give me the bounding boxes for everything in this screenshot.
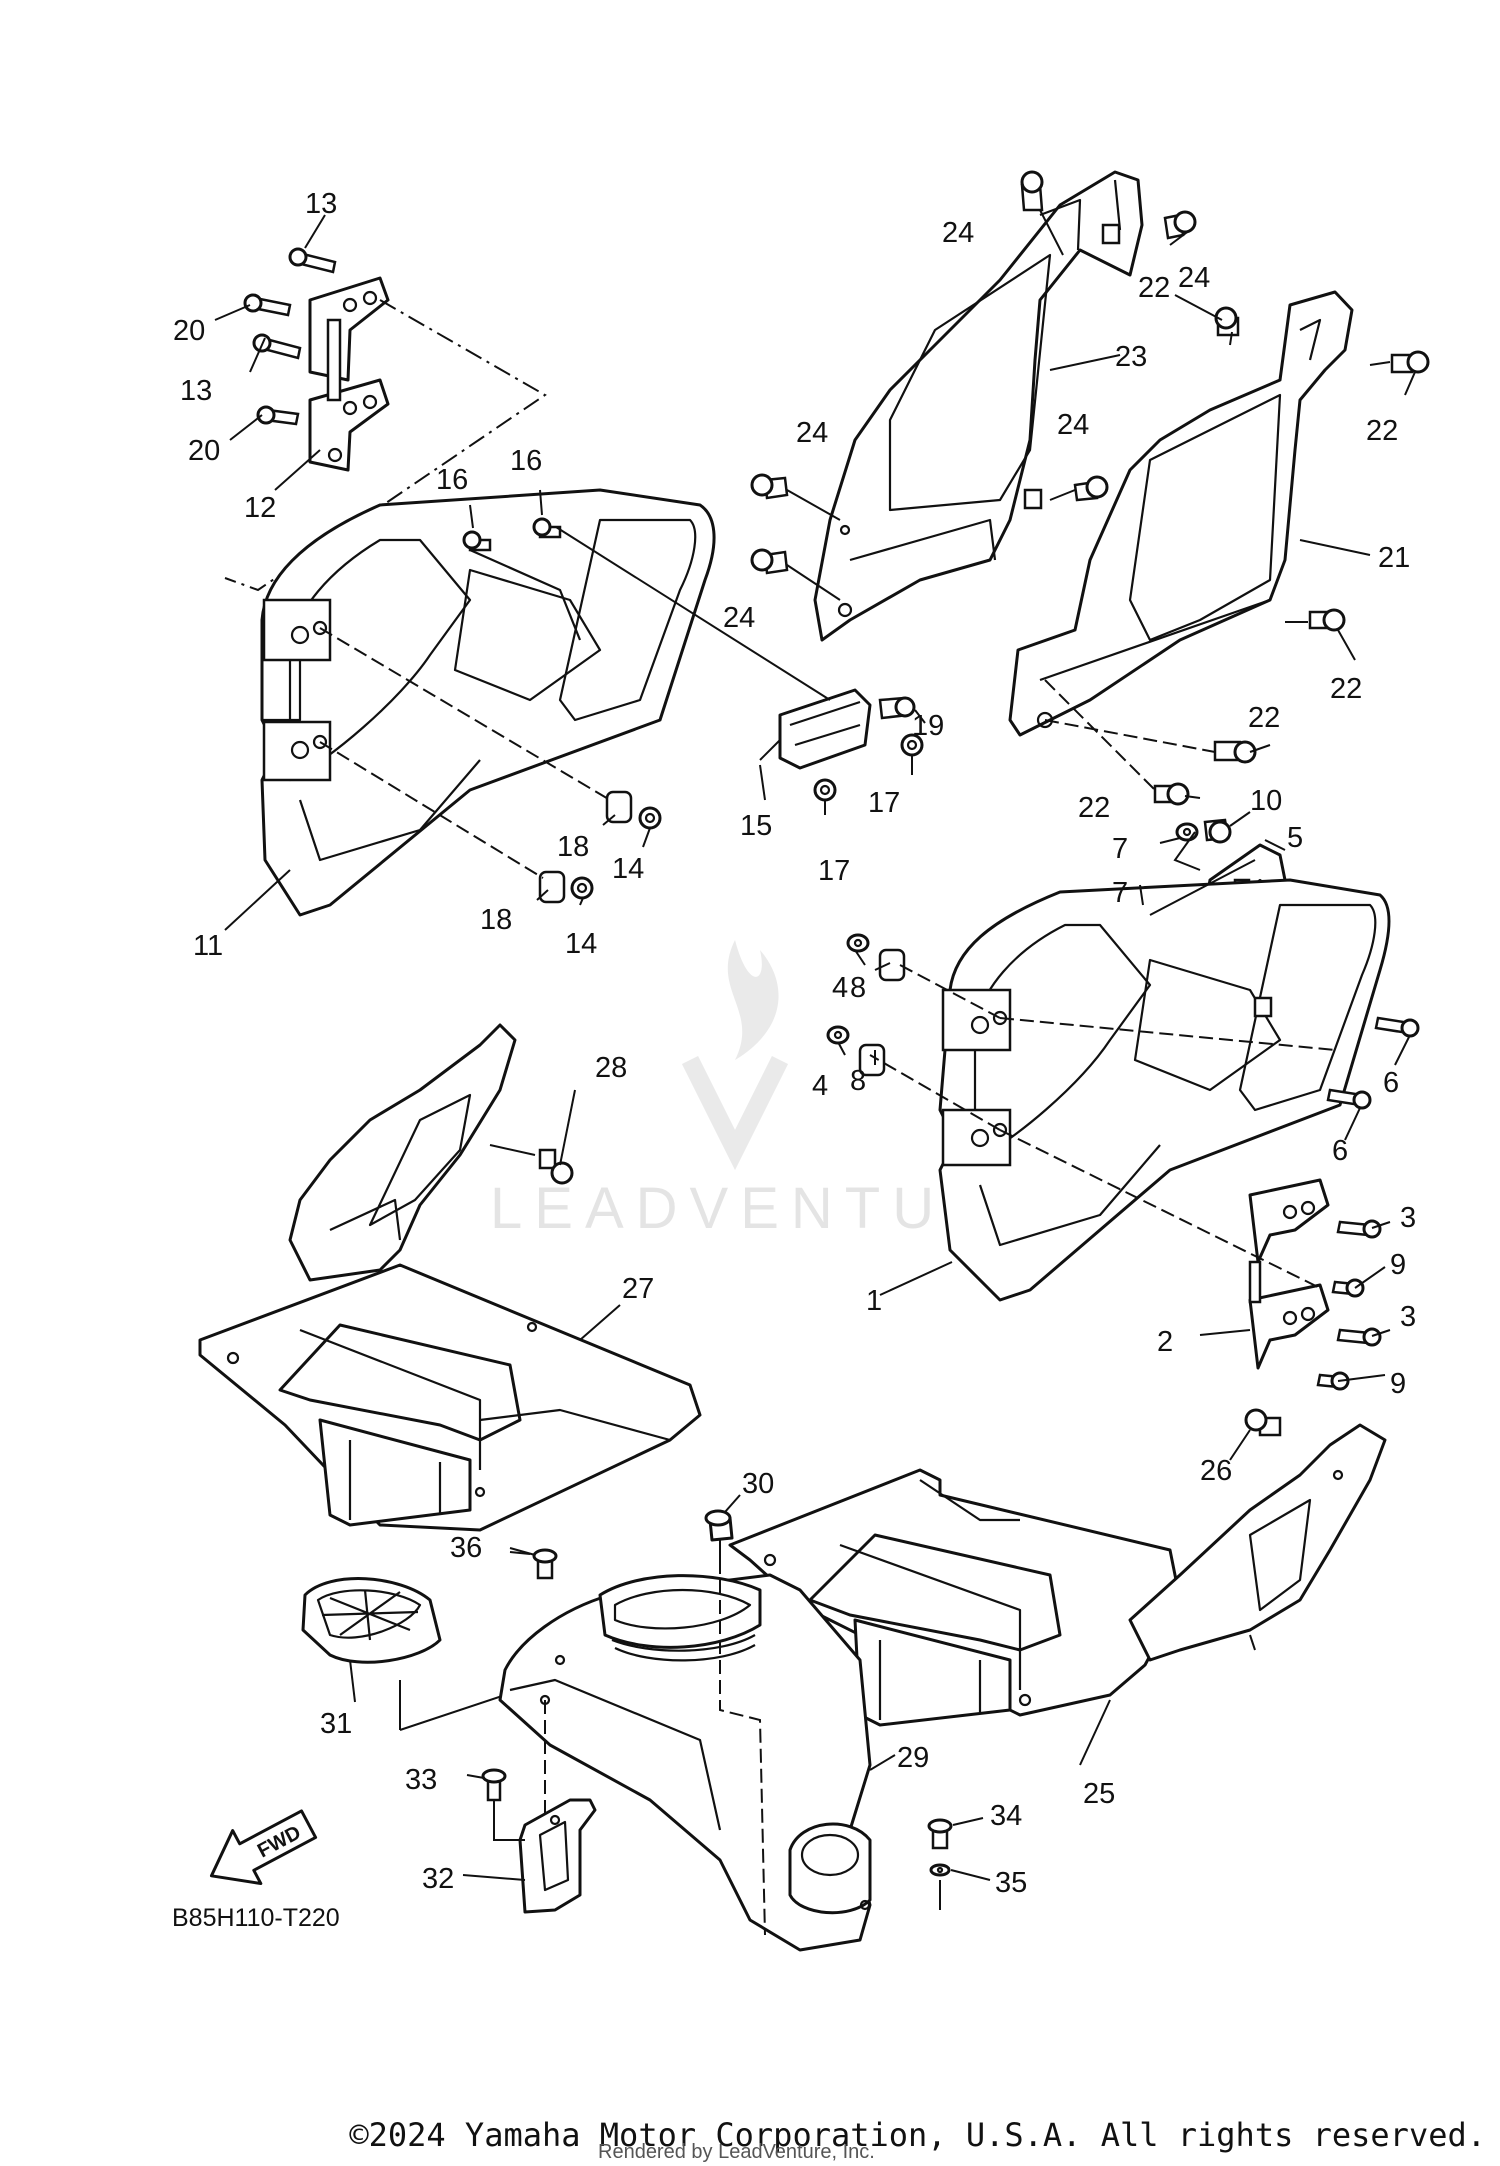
clips-24 [750,170,1197,601]
forward-arrow-icon: FWD [209,1809,318,1886]
callout: 18 [480,904,512,936]
callout: 33 [405,1764,437,1796]
leader-lines [214,214,1416,1881]
left-floor-tray-27 [198,1023,702,1532]
side-guard-26 [1128,1408,1387,1662]
callout: 35 [995,1867,1027,1899]
diagram-code: B85H110-T220 [172,1904,340,1932]
callout: 22 [1330,673,1362,705]
callout: 32 [422,1863,454,1895]
callout: 22 [1138,272,1170,304]
callout: 29 [897,1742,929,1774]
callout: 1 [866,1285,882,1317]
callout: 17 [868,787,900,819]
callout: 16 [436,464,468,496]
callout: 36 [450,1532,482,1564]
callout: 22 [1366,415,1398,447]
upper-panel-23 [813,170,1144,642]
clips-22 [1044,306,1430,806]
bolt-34-washer-35 [927,1818,953,1910]
callout: 30 [742,1468,774,1500]
callout: 4 [832,972,848,1004]
callout: 11 [193,930,223,962]
callout: 34 [990,1800,1022,1832]
callout: 14 [612,853,644,885]
callout: 24 [1057,409,1089,441]
callout: 2 [1157,1326,1173,1358]
callout: 12 [244,492,276,524]
clip-28 [489,1144,574,1185]
washers-spacers-right [826,933,906,1077]
callout: 28 [595,1052,627,1084]
callout: 18 [557,831,589,863]
callout: 15 [740,810,772,842]
callout: 8 [850,1065,866,1097]
callout: 24 [796,417,828,449]
callout: 26 [1200,1455,1232,1487]
screws-16 [462,517,562,552]
airbox-29 [498,1560,872,1952]
callout: 13 [305,188,337,220]
callout: 24 [723,602,755,634]
callout: 10 [1250,785,1282,817]
callout-numbers: 1 2 3 3 4 4 5 6 6 7 7 8 8 9 9 10 11 12 1… [173,188,1416,1899]
callout: 7 [1112,877,1128,909]
bolt-36 [509,1548,558,1580]
rendered-by-label: Rendered by LeadVenture, Inc. [598,2141,875,2163]
callout: 23 [1115,341,1147,373]
callout: 20 [173,315,205,347]
bolts-6 [1326,1016,1420,1110]
left-door-frame [260,488,716,917]
callout: 17 [818,855,850,887]
callout: 3 [1400,1202,1416,1234]
callout: 8 [850,972,866,1004]
callout: 24 [942,217,974,249]
callout: 7 [1112,833,1128,865]
callout: 9 [1390,1249,1406,1281]
lower-hinge-assembly [999,1129,1382,1391]
callout: 22 [1248,702,1280,734]
plug-30 [704,1509,734,1560]
callout: 6 [1383,1067,1399,1099]
callout: 16 [510,445,542,477]
spacers-nuts-left [538,790,662,904]
callout: 13 [180,375,212,407]
side-panel-21 [1008,290,1354,737]
callout: 21 [1378,542,1410,574]
upper-hinge-assembly [224,247,547,592]
callout: 9 [1390,1368,1406,1400]
callout: 3 [1400,1301,1416,1333]
callout: 5 [1287,822,1303,854]
callout: 6 [1332,1135,1348,1167]
callout: 4 [812,1070,828,1102]
callout: 19 [912,710,944,742]
bracket-32 [481,1768,597,1914]
callout: 25 [1083,1778,1115,1810]
callout: 24 [1178,262,1210,294]
callout: 27 [622,1273,654,1305]
right-door-frame [938,878,1391,1302]
door-latch-15 [778,688,924,802]
callout: 20 [188,435,220,467]
callout: 14 [565,928,597,960]
callout: 22 [1078,792,1110,824]
callout: 31 [320,1708,352,1740]
copyright-notice: ©2024 Yamaha Motor Corporation, U.S.A. A… [349,2116,1486,2154]
